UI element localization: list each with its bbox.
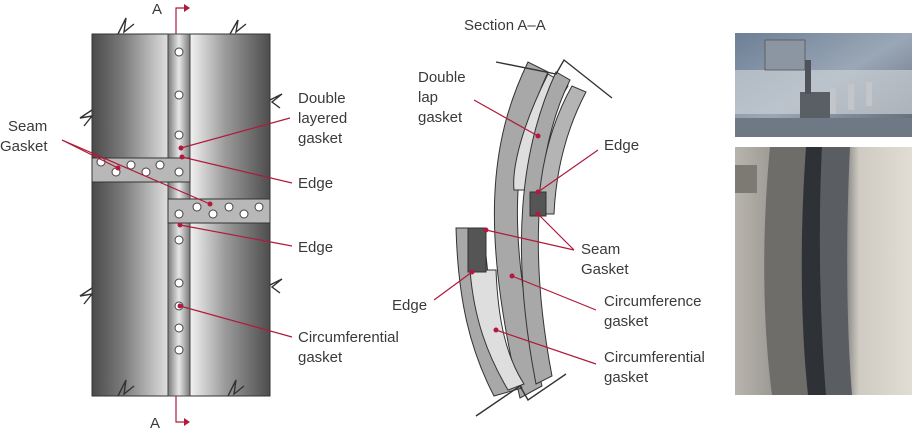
label-circumferential-gasket-section: Circumferential gasket — [604, 349, 709, 386]
leader-seam-gasket-a — [485, 229, 575, 251]
section-mark-bottom: A — [150, 415, 160, 431]
leader-seam-gasket-b — [537, 213, 575, 251]
break-mark-bottom-right — [227, 379, 245, 397]
label-circumferential-gasket: Circumferential gasket — [298, 329, 403, 366]
leader-circumferential — [179, 305, 293, 338]
label-double-lap-gasket: Double lap gasket — [418, 69, 470, 126]
leader-circumference — [511, 275, 597, 311]
seam-gasket-holes-lower — [174, 202, 264, 219]
label-edge-right: Edge — [604, 137, 639, 154]
plan-view: A A Seam Gasket Double layered gasket Ed… — [0, 1, 403, 431]
leader-seam-gasket-2 — [61, 139, 211, 205]
section-arrow-bottom — [175, 396, 184, 423]
seam-gasket-holes-upper — [96, 157, 184, 177]
break-mark-right-lower — [269, 278, 283, 294]
leader-edge-lower — [179, 224, 293, 247]
break-mark-top-right — [229, 19, 247, 35]
label-seam-gasket-section: Seam Gasket — [581, 241, 629, 278]
cut-line-top — [495, 58, 613, 99]
leader-edge-left — [433, 271, 473, 301]
section-title: Section A–A — [464, 17, 546, 34]
leader-circumferential-section — [495, 329, 597, 365]
leader-edge-upper — [181, 156, 293, 184]
cut-line-bottom — [475, 373, 567, 417]
label-circumference-gasket: Circumference gasket — [604, 293, 706, 330]
section-view: Section A–A Double lap gasket Edge — [392, 17, 709, 417]
seam-gasket-block-left — [467, 227, 487, 273]
label-edge-left: Edge — [392, 297, 427, 314]
leader-double-layered — [180, 117, 291, 149]
leader-edge-right — [537, 149, 599, 193]
break-mark-left-lower — [79, 287, 94, 305]
label-seam-gasket: Seam Gasket — [0, 118, 51, 155]
break-mark-left-upper — [79, 109, 94, 127]
seam-gasket-band-lower — [167, 198, 271, 224]
label-edge-upper: Edge — [298, 175, 333, 192]
break-mark-bottom-left — [117, 379, 135, 397]
section-arrowhead-top — [184, 4, 190, 12]
section-arrowhead-bottom — [184, 418, 190, 426]
leader-double-lap — [473, 99, 539, 137]
photo-bolted-clamp — [735, 33, 912, 137]
section-arrow-top — [175, 7, 184, 34]
label-edge-lower: Edge — [298, 239, 333, 256]
photo-gasket-closeup — [735, 147, 912, 395]
break-mark-right-upper — [269, 93, 283, 109]
seam-gasket-band-upper — [91, 157, 191, 183]
section-mark-top: A — [152, 1, 162, 18]
label-double-layered-gasket: Double layered gasket — [298, 90, 351, 147]
break-mark-top-left — [117, 17, 135, 35]
